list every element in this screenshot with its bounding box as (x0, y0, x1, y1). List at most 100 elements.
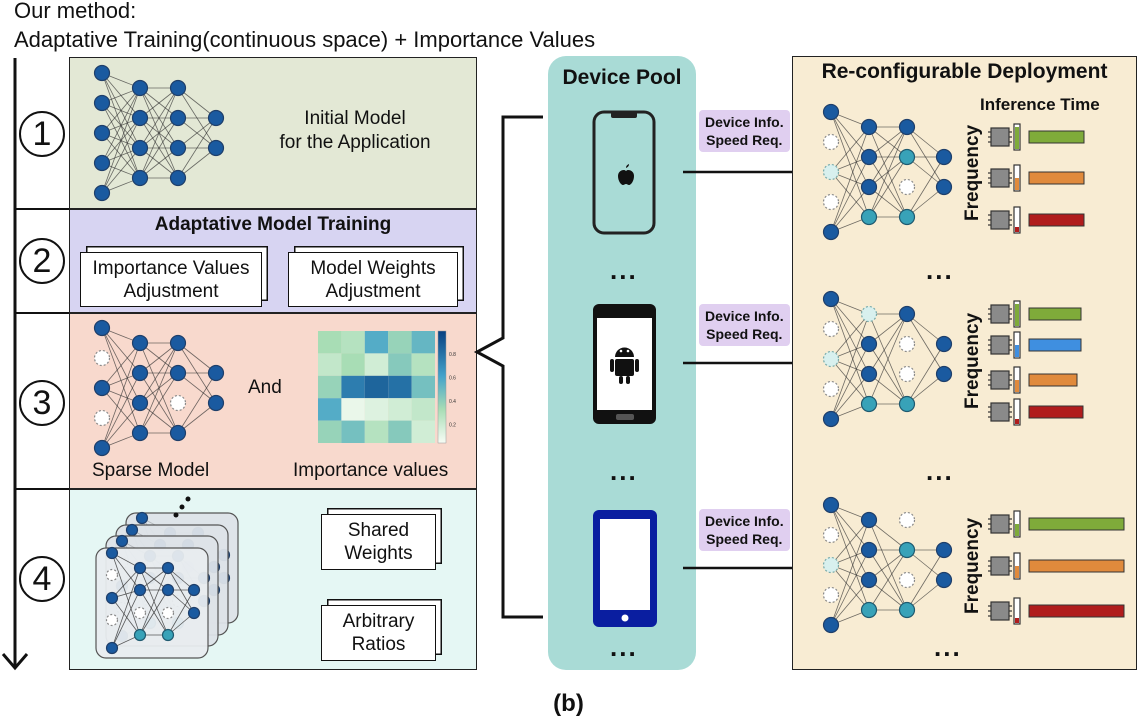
node (822, 193, 840, 211)
node (161, 583, 175, 597)
node (169, 334, 187, 352)
node (161, 561, 175, 575)
node (860, 208, 878, 226)
edge (830, 126, 870, 173)
network (93, 64, 225, 202)
colorbar-tick: 0.8 (449, 352, 456, 358)
tag-line: Device Info. (705, 114, 784, 130)
node (207, 109, 225, 127)
inference-time-bar (1028, 517, 1125, 531)
colorbar-tick: 0.6 (449, 376, 456, 382)
deployment-networks (822, 103, 1125, 634)
node (131, 79, 149, 97)
inference-time-bar (1028, 307, 1082, 321)
edge (101, 372, 141, 449)
heatmap-cell (364, 420, 389, 443)
edge (830, 519, 870, 566)
heatmap-cell (341, 331, 365, 354)
node (169, 424, 187, 442)
tag-line: Device Info. (705, 513, 784, 529)
inference-time-bar (1028, 405, 1084, 419)
node (93, 184, 111, 202)
importance-values-caption: Importance values (293, 460, 449, 481)
edge (830, 343, 870, 420)
edge (167, 589, 195, 636)
node (187, 606, 201, 620)
node (935, 148, 953, 166)
node (93, 349, 111, 367)
node (207, 139, 225, 157)
node (822, 163, 840, 181)
network (822, 103, 953, 241)
node (860, 178, 878, 196)
edge (139, 87, 179, 179)
edge (139, 87, 179, 149)
node (822, 496, 840, 514)
initial-model-network (93, 64, 225, 202)
node (161, 606, 175, 620)
edge (139, 342, 179, 404)
inference-time-bar (1028, 130, 1085, 144)
node (898, 208, 916, 226)
heatmap-cell (411, 331, 435, 354)
inference-time-bar (1028, 373, 1078, 387)
step4-number: 4 (19, 556, 65, 602)
node (898, 148, 916, 166)
and-label: And (248, 377, 282, 398)
device-info-tag: Device Info.Speed Req. (699, 110, 790, 152)
node (822, 350, 840, 368)
node (860, 118, 878, 136)
cpu-freq-icon (988, 123, 1021, 151)
heatmap-cell (411, 398, 435, 421)
heatmap-cell (388, 353, 412, 376)
card-line: Importance Values (92, 257, 250, 279)
card-line: Shared (347, 520, 410, 541)
edge (830, 111, 870, 158)
edge (101, 342, 141, 389)
node (860, 601, 878, 619)
device-pool-title: Device Pool (562, 66, 682, 89)
cpu-freq-icon (988, 597, 1021, 625)
node (105, 591, 119, 605)
node (93, 439, 111, 457)
heatmap-cell (341, 353, 365, 376)
tablet-icon (593, 510, 657, 627)
heatmap-cell (388, 420, 412, 443)
node (93, 154, 111, 172)
heatmap-cell (364, 398, 389, 421)
node (169, 364, 187, 382)
edge (830, 313, 870, 420)
node (898, 365, 916, 383)
node (115, 534, 129, 548)
sparse-model-caption: Sparse Model (92, 460, 210, 481)
node (133, 561, 147, 575)
node (860, 365, 878, 383)
heatmap-cell (318, 420, 342, 443)
cpu-freq-icon (988, 206, 1021, 234)
stack-card (95, 547, 209, 659)
node (860, 148, 878, 166)
deployment-title: Re-configurable Deployment (821, 60, 1108, 83)
inference-time-label: Inference Time (980, 95, 1100, 114)
edge (906, 549, 945, 611)
step2-title: Adaptative Model Training (154, 214, 392, 235)
node (822, 556, 840, 574)
node (169, 109, 187, 127)
stacked-networks (95, 496, 239, 659)
edge (139, 589, 169, 636)
edge (830, 504, 870, 551)
heatmap-cell (318, 375, 342, 399)
node (860, 511, 878, 529)
card-line: Adjustment (123, 280, 219, 302)
heatmap-cell (411, 420, 435, 443)
node (935, 541, 953, 559)
step1-number: 1 (19, 111, 65, 157)
heatmap-cell (388, 398, 412, 421)
node (822, 133, 840, 151)
card-line: Ratios (351, 634, 406, 655)
heatmap-colorbar (437, 330, 447, 444)
edge (139, 342, 179, 434)
node (935, 365, 953, 383)
edge (868, 343, 908, 405)
